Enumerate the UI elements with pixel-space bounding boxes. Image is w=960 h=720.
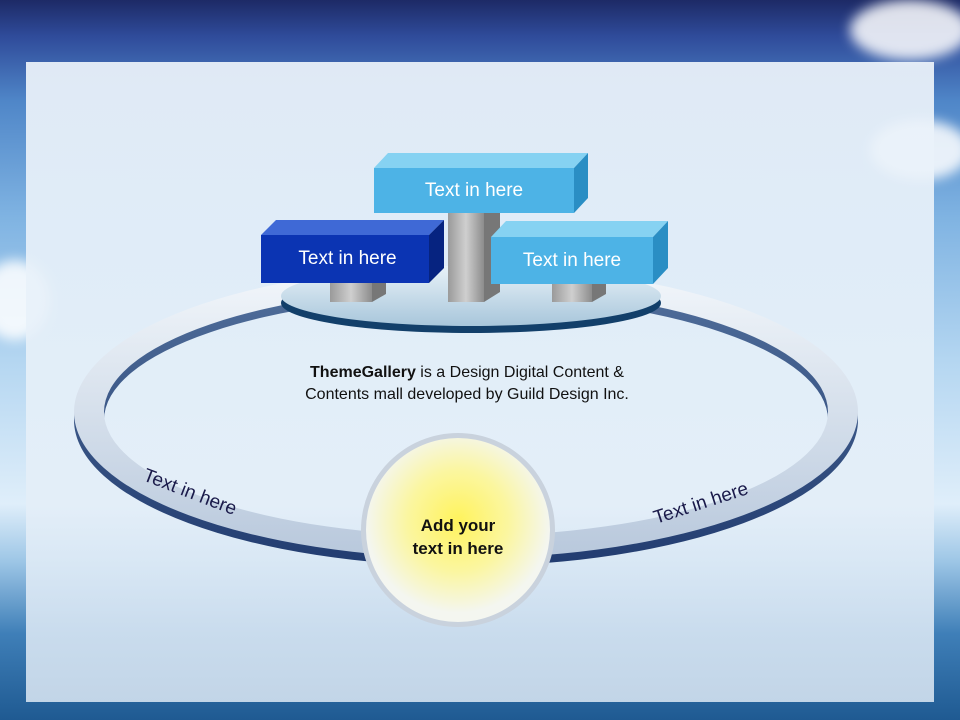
- brand-name: ThemeGallery: [310, 364, 416, 381]
- description-line2: Contents mall developed by Guild Design …: [305, 386, 629, 403]
- center-label-line1: Add your: [420, 516, 496, 535]
- description-line1: is a Design Digital Content &: [415, 364, 624, 381]
- center-label-line2: text in here: [412, 539, 504, 558]
- center-label: Add your text in here: [385, 514, 531, 560]
- box-left-label: Text in here: [298, 248, 397, 269]
- background-cloud: [850, 0, 960, 60]
- box-right: [491, 221, 668, 284]
- box-left: [261, 220, 444, 283]
- box-top: [374, 153, 588, 213]
- description-text: ThemeGallery is a Design Digital Content…: [200, 362, 734, 406]
- box-top-label: Text in here: [424, 179, 524, 201]
- box-right-label: Text in here: [522, 249, 622, 271]
- center-circle: [361, 433, 555, 627]
